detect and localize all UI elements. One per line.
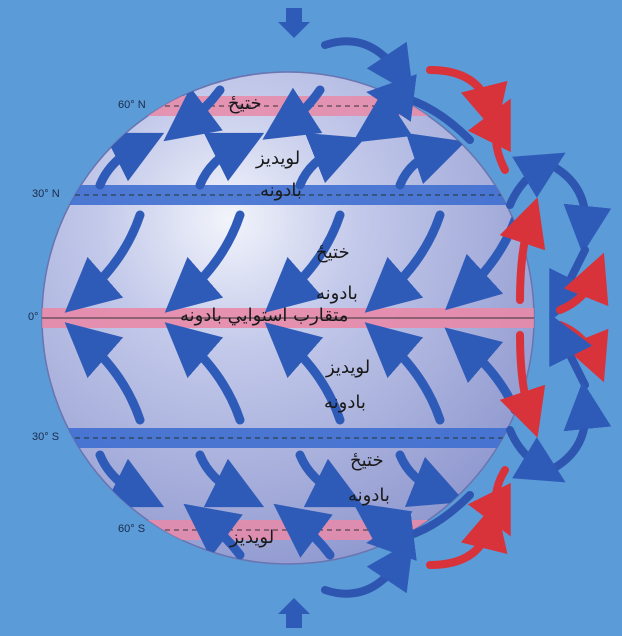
label-westerlies-north-2: بادونه: [260, 180, 302, 201]
label-trade-north-2: بادونه: [316, 283, 358, 304]
label-polar-south: لویدیز: [230, 527, 275, 548]
lat-label-60s: 60° S: [118, 523, 146, 535]
south-pole-arrow: [278, 598, 310, 628]
lat-label-60n: 60° N: [118, 99, 146, 111]
label-westerlies-north-1: لویدیز: [256, 148, 301, 169]
label-itcz: متقارب استوایي بادونه: [180, 305, 349, 326]
lat-label-30n: 30° N: [32, 188, 60, 200]
label-westerlies-south-1: لویدیز: [326, 357, 371, 378]
pole-arrows: [278, 8, 310, 628]
lat-label-30s: 30° S: [32, 431, 60, 443]
label-trade-south-1: ختیځ: [350, 450, 384, 471]
band-30n: [42, 185, 534, 205]
label-trade-north-1: ختیځ: [316, 242, 350, 263]
label-polar-north: ختیځ: [228, 93, 262, 114]
circulation-cells: [321, 37, 612, 598]
band-30s: [42, 428, 534, 448]
label-trade-south-2: بادونه: [348, 485, 390, 506]
label-westerlies-south-2: بادونه: [324, 392, 366, 413]
lat-label-equator: 0°: [28, 311, 39, 323]
north-pole-arrow: [278, 8, 310, 38]
